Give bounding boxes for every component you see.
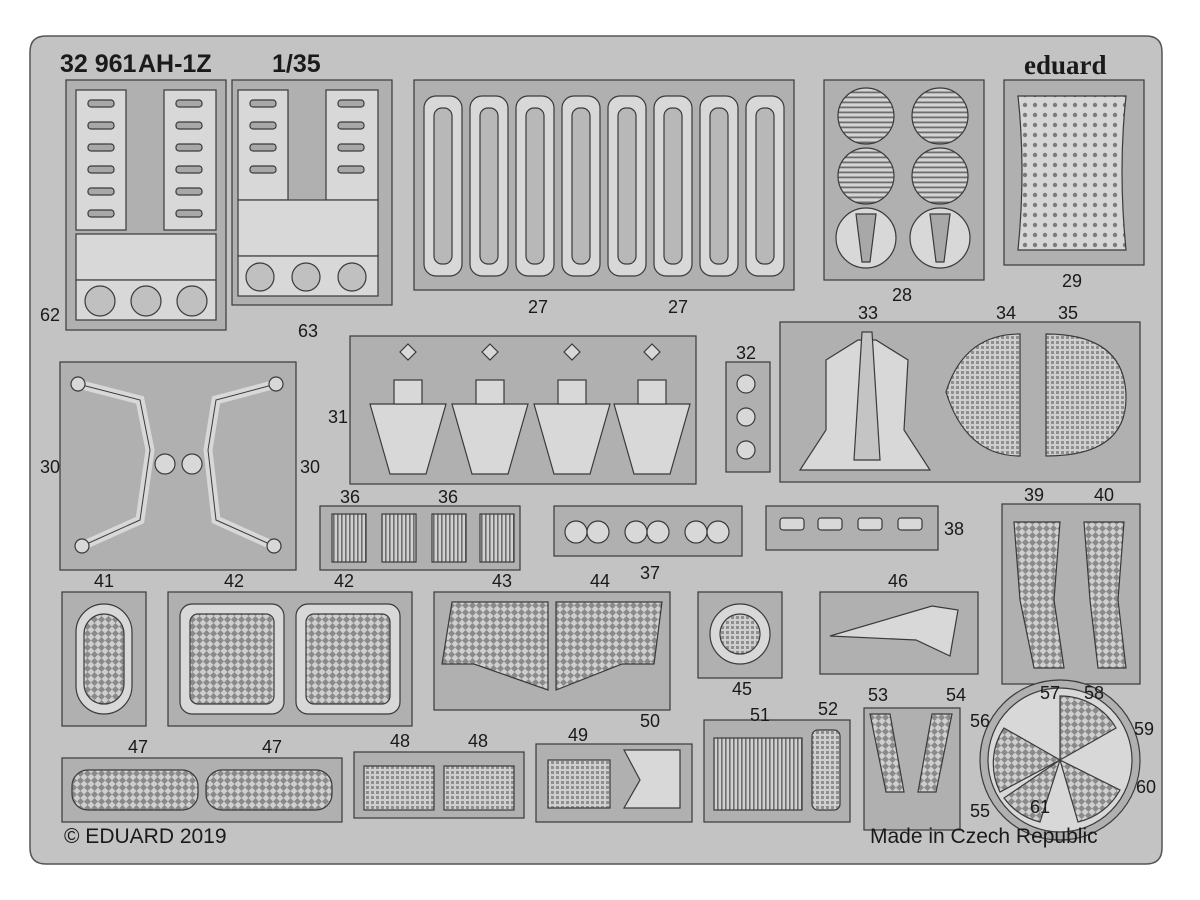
product-number: 32 961 <box>60 50 137 78</box>
part-42 <box>167 591 413 727</box>
part-label-43: 43 <box>492 571 513 591</box>
part-label-42a: 42 <box>224 571 245 591</box>
part-label-44: 44 <box>590 571 611 591</box>
part-49-50 <box>535 743 693 823</box>
part-label-41: 41 <box>94 571 115 591</box>
part-label-56: 56 <box>970 711 991 731</box>
part-label-38: 38 <box>944 519 965 539</box>
part-label-42b: 42 <box>334 571 355 591</box>
part-label-52: 52 <box>818 699 839 719</box>
part-label-60: 60 <box>1136 777 1157 797</box>
part-label-40: 40 <box>1094 485 1115 505</box>
part-label-47a: 47 <box>128 737 149 757</box>
brand-name: eduard <box>1024 50 1107 80</box>
part-label-61: 61 <box>1030 797 1051 817</box>
part-label-55: 55 <box>970 801 991 821</box>
part-label-31: 31 <box>328 407 349 427</box>
part-label-62: 62 <box>40 305 61 325</box>
part-label-48b: 48 <box>468 731 489 751</box>
part-51-52 <box>703 719 851 823</box>
part-label-28: 28 <box>892 285 913 305</box>
origin: Made in Czech Republic <box>870 825 1098 848</box>
part-41 <box>61 591 147 727</box>
part-53-54 <box>863 707 961 831</box>
part-63 <box>231 79 393 306</box>
part-label-34: 34 <box>996 303 1017 323</box>
model-name: AH-1Z <box>138 50 212 78</box>
part-label-63: 63 <box>298 321 319 341</box>
scale: 1/35 <box>272 50 321 78</box>
part-29 <box>1003 79 1145 266</box>
part-32 <box>725 361 771 473</box>
part-39-40 <box>1001 503 1141 685</box>
part-label-29: 29 <box>1062 271 1083 291</box>
part-56-61 <box>979 679 1141 841</box>
part-31 <box>349 335 697 485</box>
part-34-35 <box>945 333 1127 457</box>
part-38 <box>765 505 939 551</box>
part-label-49: 49 <box>568 725 589 745</box>
part-label-48a: 48 <box>390 731 411 751</box>
part-label-36b: 36 <box>438 487 459 507</box>
part-48 <box>353 751 525 819</box>
part-label-32: 32 <box>736 343 757 363</box>
part-label-37: 37 <box>640 563 661 583</box>
part-label-54: 54 <box>946 685 967 705</box>
part-label-45: 45 <box>732 679 753 699</box>
part-label-39: 39 <box>1024 485 1045 505</box>
part-30 <box>59 361 297 571</box>
part-46 <box>819 591 979 675</box>
part-label-33: 33 <box>858 303 879 323</box>
part-62 <box>65 79 227 331</box>
part-43-44 <box>433 591 671 711</box>
part-label-51: 51 <box>750 705 771 725</box>
part-label-27b: 27 <box>668 297 689 317</box>
part-label-27a: 27 <box>528 297 549 317</box>
part-label-30a: 30 <box>40 457 61 477</box>
part-label-57: 57 <box>1040 683 1061 703</box>
part-28 <box>823 79 985 281</box>
part-37 <box>553 505 743 557</box>
part-45 <box>697 591 783 679</box>
part-label-46: 46 <box>888 571 909 591</box>
part-47 <box>61 757 343 823</box>
part-label-47b: 47 <box>262 737 283 757</box>
part-label-58: 58 <box>1084 683 1105 703</box>
part-label-53: 53 <box>868 685 889 705</box>
part-27-group <box>413 79 795 291</box>
part-label-59: 59 <box>1134 719 1155 739</box>
part-label-30b: 30 <box>300 457 321 477</box>
part-label-50: 50 <box>640 711 661 731</box>
part-label-36a: 36 <box>340 487 361 507</box>
part-36 <box>319 505 521 571</box>
copyright: © EDUARD 2019 <box>64 825 227 848</box>
part-label-35: 35 <box>1058 303 1079 323</box>
